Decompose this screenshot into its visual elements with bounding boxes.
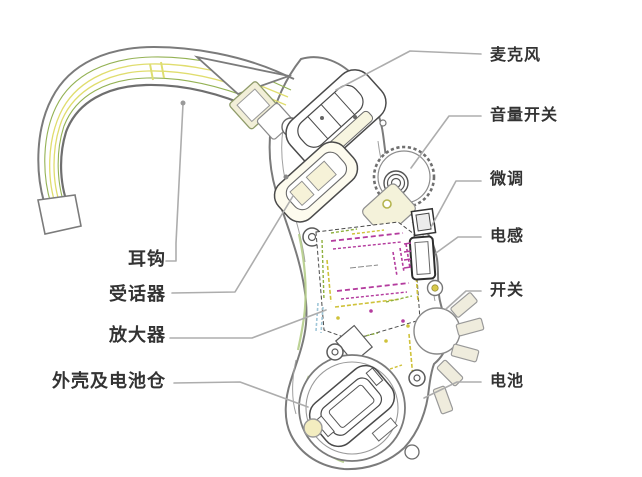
- shell-green-tint-left: [296, 233, 307, 351]
- battery-latch: [371, 417, 398, 442]
- screw-battery-bottom: [404, 444, 420, 460]
- label-trimmer: 微调: [490, 171, 525, 188]
- leader-receiver: [171, 195, 294, 294]
- volume-mount-block: [362, 183, 416, 237]
- leader-amplifier: [169, 309, 327, 339]
- label-battery: 电池: [490, 373, 525, 390]
- switch-tab-2: [455, 317, 485, 337]
- microphone-grille: [297, 84, 364, 148]
- switch-lever: [413, 279, 485, 415]
- screw-battery-right: [408, 369, 426, 387]
- trimmer-component: [410, 207, 437, 237]
- label-amplifier: 放大器: [109, 325, 166, 345]
- leader-battery: [423, 381, 482, 399]
- ear-hook-tip: [37, 194, 82, 235]
- leader-switch: [445, 290, 482, 310]
- telecoil-windings: [403, 242, 412, 269]
- board-outline: [315, 221, 421, 341]
- board-marks-green: [321, 228, 413, 340]
- screw-upper-left-dot: [307, 232, 317, 242]
- ear-hook-inner-edge: [59, 83, 283, 211]
- label-microphone: 麦克风: [490, 47, 542, 64]
- leader-ear-hook: [165, 103, 184, 262]
- screw-battery-top: [326, 343, 344, 361]
- leader-lines: [165, 50, 482, 408]
- receiver-assembly: [273, 141, 359, 223]
- ear-hook-joint-tick-1: [149, 63, 154, 81]
- board-chip-text: [349, 264, 379, 269]
- screw-battery-right-dot: [413, 374, 421, 382]
- label-receiver: 受话器: [109, 284, 166, 304]
- telecoil-component: [408, 235, 437, 281]
- ear-hook-outer-edge: [37, 45, 295, 203]
- receiver-dot: [283, 174, 289, 180]
- label-switch: 开关: [490, 282, 525, 299]
- battery-cell: [328, 384, 375, 428]
- ear-hook-joint-tick-2: [160, 61, 165, 79]
- battery-hinge-pin: [303, 418, 323, 438]
- screw-battery-top-dot: [331, 348, 339, 356]
- label-volume-switch: 音量开关: [490, 107, 559, 124]
- switch-tab-3: [450, 343, 480, 363]
- leader-microphone: [335, 50, 482, 91]
- board-bracket: [334, 324, 374, 364]
- mic-screw-dot-1: [320, 116, 324, 120]
- ear-hook-tube-green-2: [57, 77, 285, 210]
- label-case-and-battery-compartment: 外壳及电池仓: [52, 371, 166, 391]
- switch-pivot-dot: [431, 284, 439, 292]
- battery-cell-group: [308, 364, 398, 448]
- ear-hook-drawing: [37, 45, 301, 235]
- leader-volume-switch: [410, 115, 482, 169]
- label-telecoil: 电感: [490, 228, 525, 245]
- leader-ear-hook-dot: [180, 100, 186, 106]
- board-marks-magenta: [330, 232, 411, 300]
- mic-screw-dot-2: [353, 115, 357, 119]
- shell-inner-line-bottom-left: [292, 359, 297, 415]
- volume-mount-ring: [382, 199, 392, 209]
- leader-trimmer: [430, 180, 482, 228]
- battery-compartment: [298, 343, 426, 462]
- leader-telecoil: [435, 236, 482, 254]
- volume-wheel: [362, 145, 436, 237]
- board-marks-blue: [315, 302, 324, 334]
- switch-tab-5: [432, 385, 454, 415]
- shell-pin: [379, 119, 387, 127]
- ear-hook-bracket: [193, 55, 293, 96]
- label-ear-hook: 耳钩: [128, 249, 166, 269]
- switch-tab-1: [450, 292, 478, 318]
- ear-hook-tube-yellow-2: [53, 70, 287, 208]
- battery-door-inner: [305, 361, 399, 455]
- leader-case: [173, 381, 309, 408]
